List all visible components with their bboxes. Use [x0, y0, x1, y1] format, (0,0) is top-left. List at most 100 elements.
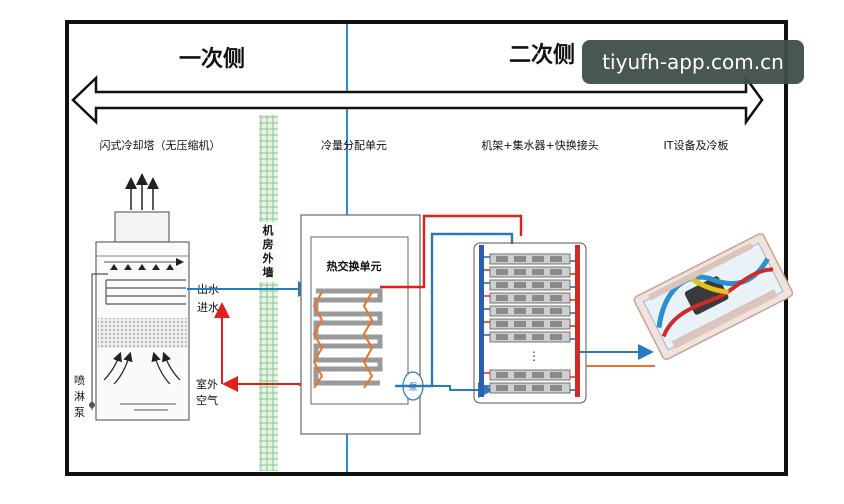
server-rack: ⋮: [473, 242, 587, 404]
wall-label-bg: [258, 222, 278, 282]
inlet-label: 进水: [197, 301, 219, 314]
server-bay: [496, 308, 508, 314]
server-bay: [514, 282, 526, 288]
server-bay: [496, 269, 508, 275]
server-bay: [514, 385, 526, 391]
server-bay: [550, 308, 562, 314]
rack-heading: 机架+集水器+快换接头: [481, 138, 598, 152]
outdoor-air-label-2: 空气: [196, 393, 218, 407]
server-bay: [532, 385, 544, 391]
pump-label: 泵: [408, 382, 417, 393]
hex-label: 热交换单元: [327, 259, 382, 273]
outdoor-air-label-1: 室外: [196, 377, 218, 391]
wall-label-2: 房: [263, 237, 274, 251]
hex-zigzag-right: [362, 291, 374, 389]
coil-tubes: [106, 279, 186, 305]
server-unit: [489, 279, 571, 291]
quick-connector: [484, 295, 575, 301]
secondary-hot-pipe: [380, 214, 523, 289]
server-bay: [550, 334, 562, 340]
quick-connector: [484, 385, 575, 391]
rack-ellipsis: ⋮: [528, 349, 540, 363]
server-bay: [532, 256, 544, 262]
server-bay: [496, 295, 508, 301]
rack-frame: [473, 242, 587, 404]
outer-frame: [65, 20, 788, 476]
server-bay: [532, 372, 544, 378]
fan-housing: [114, 211, 170, 243]
server-units: [484, 253, 575, 394]
exhaust-arrows: [125, 173, 159, 210]
server-bay: [550, 385, 562, 391]
server-unit: [489, 253, 571, 265]
server-bay: [550, 372, 562, 378]
quick-connector: [484, 321, 575, 327]
secondary-side-label: 二次侧: [509, 42, 575, 68]
server-bay: [514, 269, 526, 275]
hex-plates: [313, 288, 383, 386]
spray-pump-label-2: 淋: [74, 390, 85, 403]
hot-manifold: [575, 245, 580, 397]
server-bay: [514, 321, 526, 327]
cold-manifold: [479, 245, 484, 397]
cooling-tower: [89, 173, 190, 421]
server-bay: [550, 282, 562, 288]
quick-connector: [484, 282, 575, 288]
quick-connector: [484, 308, 575, 314]
spray-nozzles: [110, 264, 174, 270]
it-heading: IT设备及冷板: [664, 138, 729, 152]
spray-pump-label-3: 泵: [74, 406, 85, 419]
server-unit: [489, 305, 571, 317]
server-unit: [489, 318, 571, 330]
server-unit: [489, 382, 571, 394]
server-unit: [489, 369, 571, 381]
server-unit: [489, 266, 571, 278]
server-bay: [550, 321, 562, 327]
server-bay: [532, 321, 544, 327]
quick-connector: [484, 372, 575, 378]
server-bay: [496, 385, 508, 391]
server-bay: [532, 295, 544, 301]
server-bay: [514, 308, 526, 314]
server-bay: [532, 334, 544, 340]
tower-heading: 闪式冷却塔（无压缩机）: [100, 138, 221, 152]
server-bay: [532, 282, 544, 288]
watermark: tiyufh-app.com.cn: [582, 40, 804, 84]
server-unit: [489, 331, 571, 343]
cdu-unit: [300, 214, 424, 435]
server-bay: [496, 334, 508, 340]
server-bay: [550, 269, 562, 275]
server-bay: [514, 334, 526, 340]
spray-pump-label-1: 喷: [74, 374, 85, 387]
server-bay: [550, 295, 562, 301]
hot-tube: [661, 267, 774, 338]
cdu-heading: 冷量分配单元: [321, 139, 387, 152]
server-bay: [496, 321, 508, 327]
wall-label-3: 外: [262, 251, 274, 265]
server-bay: [532, 269, 544, 275]
server-bay: [514, 295, 526, 301]
server-bay: [532, 308, 544, 314]
server-bay: [550, 256, 562, 262]
machine-room-wall: [259, 115, 278, 471]
fill-media: [98, 318, 187, 348]
hex-zigzag-left: [312, 291, 324, 389]
server-bay: [496, 372, 508, 378]
rack-supply-pipe: [403, 382, 494, 398]
it-equipment-cold-plate: [633, 233, 794, 361]
server-bay: [496, 282, 508, 288]
quick-connector: [484, 256, 575, 262]
quick-connector: [484, 334, 575, 340]
quick-connector: [484, 269, 575, 275]
server-bay: [514, 256, 526, 262]
spray-pump-pipe: [91, 273, 108, 410]
wall-label-4: 墙: [263, 265, 274, 279]
server-bay: [514, 372, 526, 378]
server-unit: [489, 292, 571, 304]
primary-side-label: 一次侧: [179, 46, 245, 72]
double-arrow: [71, 74, 764, 126]
wall-label-1: 机: [263, 223, 274, 237]
server-bay: [496, 256, 508, 262]
